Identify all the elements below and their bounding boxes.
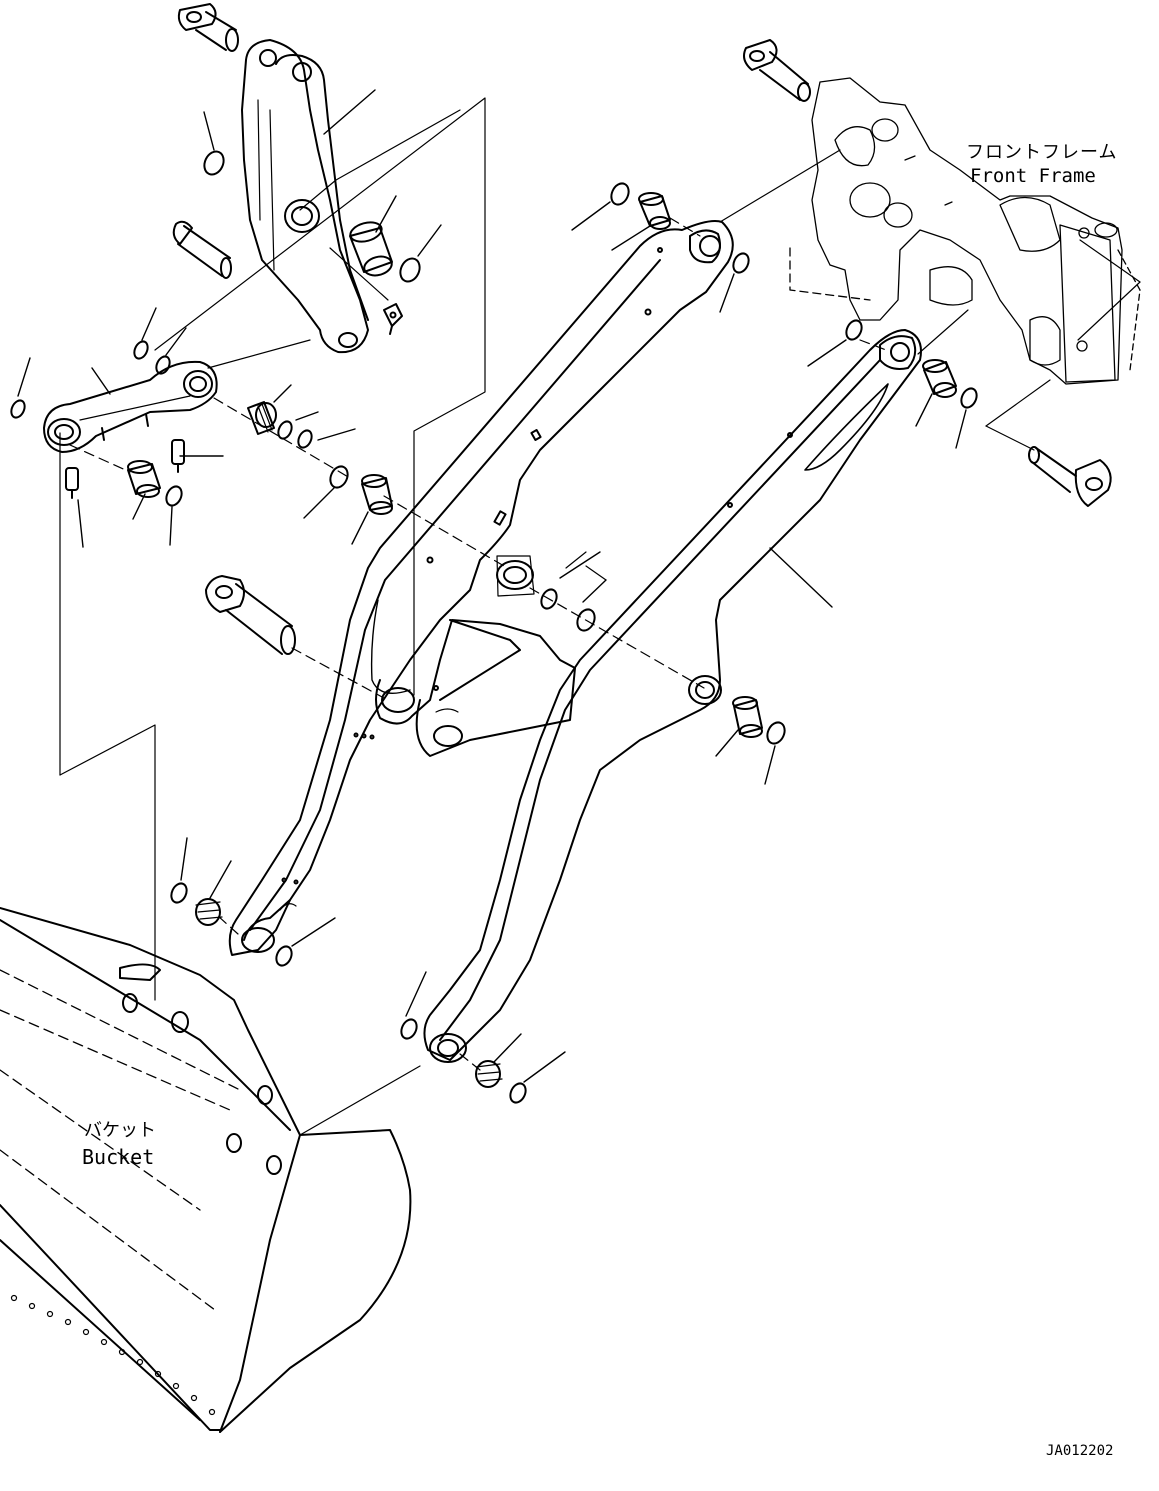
bushing-frame-upper: [638, 192, 671, 230]
bushing-bucket-left: [195, 898, 223, 926]
bushing-link-upper: [247, 401, 277, 435]
grease-fitting-link-left: [65, 467, 79, 499]
bushing-crosstube-left: [361, 474, 393, 515]
lift-arm-left: [228, 220, 734, 956]
grease-fitting-bellcrank: [383, 303, 403, 335]
bucket-label-jp: バケット: [84, 1120, 156, 1141]
bucket-label-en: Bucket: [82, 1145, 155, 1169]
front-frame-label-jp: フロントフレーム: [966, 142, 1118, 163]
bushing-bucket-right: [475, 1060, 503, 1088]
bucket-edge-holes: [10, 1294, 216, 1416]
bushing-frame-lower: [922, 359, 957, 398]
bucket: [0, 907, 412, 1433]
assembly-axis-lines: [69, 217, 887, 1071]
grease-fitting-link-right: [171, 439, 185, 473]
front-frame-pin-upper: [743, 39, 811, 102]
assembly-guide-lines: [59, 97, 1141, 1136]
cross-tube: [353, 619, 576, 757]
bucket-link: [43, 360, 218, 453]
front-frame: [789, 77, 1141, 385]
bushing-crosstube-right: [732, 696, 763, 738]
seal-rings: [10, 150, 978, 1104]
bushing-link-lower: [127, 460, 161, 498]
lift-arm-right: [423, 329, 922, 1063]
front-frame-pin-lower: [1028, 446, 1112, 507]
bellcrank-pin-lower: [172, 220, 232, 279]
bellcrank-pin-upper: [177, 3, 239, 52]
leader-lines: [17, 89, 967, 1083]
bellcrank: [241, 39, 369, 354]
bushing-bellcrank: [349, 221, 393, 277]
drawing-code: JA012202: [1046, 1443, 1114, 1459]
crosstube-pin: [205, 575, 296, 655]
front-frame-label-en: Front Frame: [970, 165, 1096, 187]
